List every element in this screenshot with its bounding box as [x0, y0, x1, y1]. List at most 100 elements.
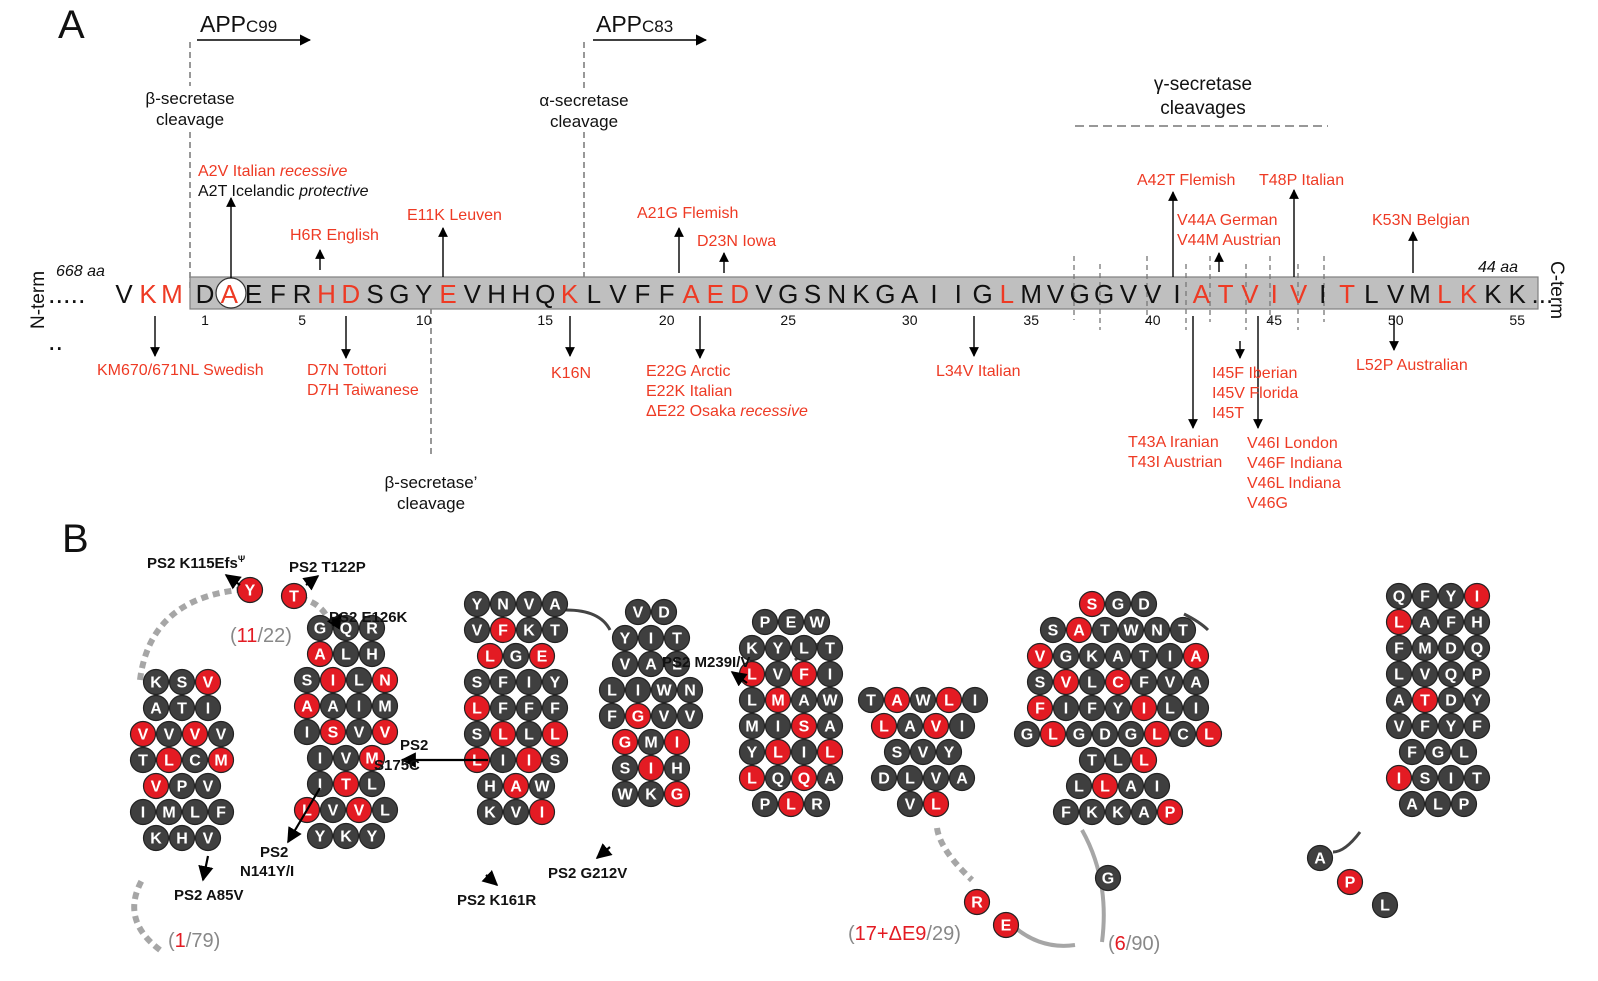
- sequence-residue: E: [439, 279, 456, 309]
- svg-text:C: C: [1177, 727, 1189, 744]
- residue-circle: F: [1078, 694, 1106, 722]
- svg-text:V: V: [524, 597, 535, 614]
- svg-text:M: M: [745, 719, 758, 736]
- svg-text:V: V: [620, 657, 631, 674]
- svg-text:M: M: [644, 735, 657, 752]
- residue-circle: T: [663, 624, 691, 652]
- residue-circle: I: [515, 668, 543, 696]
- svg-text:H: H: [1471, 615, 1483, 632]
- residue-circle: Y: [611, 624, 639, 652]
- svg-text:V: V: [633, 605, 644, 622]
- residue-circle: I: [816, 660, 844, 688]
- residue-circle: T: [1078, 746, 1106, 774]
- sequence-residue: N: [827, 279, 846, 309]
- svg-text:T: T: [550, 623, 560, 640]
- residue-circle: M: [738, 712, 766, 740]
- residue-circle: L: [790, 634, 818, 662]
- svg-text:L: L: [931, 797, 941, 814]
- residue-circle: Y: [1437, 582, 1465, 610]
- mutation-arrows: [150, 189, 1418, 429]
- sequence-residue: A: [1193, 279, 1211, 309]
- beta-secretase-label: β-secretase cleavage: [132, 86, 248, 130]
- residue-circle: I: [624, 676, 652, 704]
- residue-circle: I: [1463, 582, 1491, 610]
- svg-text:F: F: [607, 709, 617, 726]
- svg-text:L: L: [164, 753, 174, 770]
- svg-text:β-secretase’: β-secretase’: [385, 473, 478, 492]
- residue-circle: H: [358, 640, 386, 668]
- residue-circle: L: [541, 720, 569, 748]
- svg-text:V: V: [203, 831, 214, 848]
- residue-circle: F: [515, 694, 543, 722]
- svg-text:F: F: [216, 805, 226, 822]
- residue-circle: A: [541, 590, 569, 618]
- residue-circle: K: [637, 780, 665, 808]
- svg-text:I: I: [527, 753, 531, 770]
- residue-circle: L: [358, 770, 386, 798]
- svg-text:H: H: [671, 761, 683, 778]
- svg-text:I: I: [318, 751, 322, 768]
- sequence-residue: I: [1271, 279, 1278, 309]
- residue-circle: M: [764, 686, 792, 714]
- residue-circle: L: [764, 738, 792, 766]
- svg-text:L: L: [747, 667, 757, 684]
- svg-text:T: T: [1420, 693, 1430, 710]
- residue-circle: V: [345, 796, 373, 824]
- beta-prime-secretase-label: β-secretase’ cleavage: [380, 472, 484, 516]
- svg-text:cleavage: cleavage: [550, 112, 618, 131]
- mutation-d7n: D7N Tottori: [307, 362, 387, 379]
- svg-text:E: E: [537, 649, 548, 666]
- residue-circle: S: [319, 718, 347, 746]
- residue-circle: R: [963, 888, 991, 916]
- sequence-residue: L: [1364, 279, 1378, 309]
- residue-circle: D: [870, 764, 898, 792]
- residue-circle: D: [1437, 634, 1465, 662]
- svg-text:I: I: [527, 675, 531, 692]
- svg-text:G: G: [1432, 745, 1444, 762]
- sequence-number: 20: [659, 312, 675, 328]
- residue-circle: L: [1424, 790, 1452, 818]
- svg-text:L: L: [1113, 753, 1123, 770]
- svg-text:Y: Y: [1446, 719, 1457, 736]
- residue-circle: V: [676, 702, 704, 730]
- residue-circle: L: [1143, 720, 1171, 748]
- svg-text:D: D: [1445, 641, 1457, 658]
- svg-text:N: N: [379, 673, 391, 690]
- svg-text:F: F: [1420, 719, 1430, 736]
- svg-text:S: S: [1087, 597, 1098, 614]
- sequence-residue: V: [1387, 279, 1405, 309]
- svg-text:L: L: [1380, 898, 1390, 915]
- residue-circle: I: [637, 624, 665, 652]
- svg-text:I: I: [1475, 589, 1479, 606]
- mutation-l34v: L34V Italian: [936, 363, 1021, 380]
- svg-text:H: H: [484, 779, 496, 796]
- svg-text:D: D: [1138, 597, 1150, 614]
- svg-text:F: F: [1446, 615, 1456, 632]
- residue-circle: S: [790, 712, 818, 740]
- gamma-cleavage-marks: [1073, 256, 1325, 330]
- panel-a: A APPC99 APPC83 β-secretase cleavage α-s…: [28, 3, 1567, 516]
- svg-text:Q: Q: [1445, 667, 1457, 684]
- svg-text:D: D: [1099, 727, 1111, 744]
- residue-circle: G: [1094, 864, 1122, 892]
- residue-circle: P: [1463, 660, 1491, 688]
- residue-circle: Y: [541, 668, 569, 696]
- residue-circle: T: [1130, 642, 1158, 670]
- residue-circle: K: [515, 616, 543, 644]
- residue-circle: Q: [1463, 634, 1491, 662]
- mutation-v46f: V46F Indiana: [1247, 455, 1342, 472]
- label-s175c-2: S175C: [374, 757, 420, 774]
- svg-text:V: V: [380, 725, 391, 742]
- mutation-a2v: A2V Italian recessive: [198, 163, 348, 180]
- sequence-residue: L: [587, 279, 601, 309]
- residue-circle: Y: [236, 576, 264, 604]
- svg-text:K: K: [746, 641, 758, 658]
- residue-circle: F: [1463, 712, 1491, 740]
- residue-circle: L: [1385, 608, 1413, 636]
- svg-text:K: K: [484, 805, 496, 822]
- svg-text:W: W: [1123, 623, 1139, 640]
- residue-circle: P: [168, 772, 196, 800]
- svg-text:Q: Q: [772, 771, 784, 788]
- residue-circle: F: [1130, 668, 1158, 696]
